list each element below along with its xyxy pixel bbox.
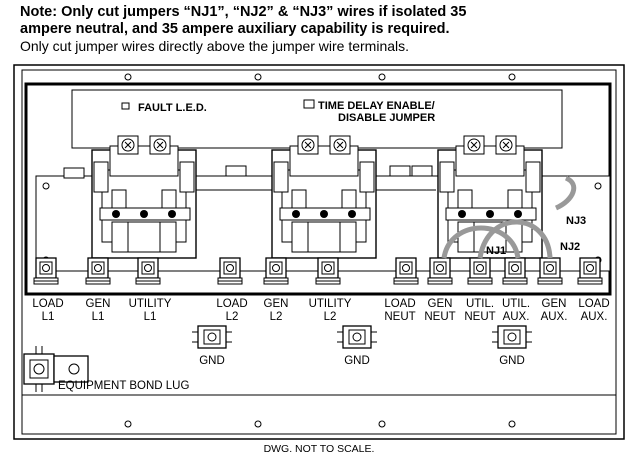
not-to-scale-label: DWG. NOT TO SCALE. bbox=[264, 443, 375, 455]
time-delay-label-2: DISABLE JUMPER bbox=[338, 112, 435, 124]
gnd-lug-2 bbox=[336, 325, 378, 349]
gen-l1-line2: L1 bbox=[92, 311, 105, 323]
fault-led-label: FAULT L.E.D. bbox=[138, 102, 207, 114]
util-neut-line1: UTIL. bbox=[466, 298, 494, 310]
utility-l1-line2: L1 bbox=[144, 311, 157, 323]
gen-l2-line2: L2 bbox=[270, 311, 283, 323]
load-aux-line1: LOAD bbox=[578, 298, 609, 310]
gnd-label-3: GND bbox=[499, 355, 525, 367]
load-neut-line2: NEUT bbox=[384, 311, 415, 323]
util-neut-line2: NEUT bbox=[464, 311, 495, 323]
load-l1-line2: L1 bbox=[42, 311, 55, 323]
gen-l2-line1: GEN bbox=[264, 298, 289, 310]
gen-neut-line1: GEN bbox=[428, 298, 453, 310]
note-line-2: ampere neutral, and 35 ampere auxiliary … bbox=[20, 21, 450, 37]
gnd-lug-3 bbox=[491, 325, 533, 349]
load-aux-line2: AUX. bbox=[581, 311, 608, 323]
gen-neut-line2: NEUT bbox=[424, 311, 455, 323]
note-line-3: Only cut jumper wires directly above the… bbox=[20, 38, 410, 54]
utility-l2-line2: L2 bbox=[324, 311, 337, 323]
gnd-label-2: GND bbox=[344, 355, 370, 367]
note-block: Note: Only cut jumpers “NJ1”, “NJ2” & “N… bbox=[20, 4, 630, 55]
gnd-lug-1 bbox=[191, 325, 233, 349]
nj2-label: NJ2 bbox=[560, 241, 580, 253]
jumper-wire-nj2 bbox=[477, 219, 553, 259]
load-neut-line1: LOAD bbox=[384, 298, 415, 310]
terminal-labels: LOAD L1 GEN L1 UTILITY L1 LOAD L2 GEN L2… bbox=[32, 298, 609, 323]
gen-l1-line1: GEN bbox=[86, 298, 111, 310]
time-delay-jumper-icon bbox=[303, 99, 315, 109]
fault-led-icon bbox=[121, 102, 130, 110]
gen-aux-line1: GEN bbox=[542, 298, 567, 310]
utility-l2-line1: UTILITY bbox=[309, 298, 352, 310]
load-l2-line2: L2 bbox=[226, 311, 239, 323]
jumper-wire-nj3 bbox=[554, 175, 577, 211]
load-l2-line1: LOAD bbox=[216, 298, 247, 310]
nj3-label: NJ3 bbox=[566, 215, 586, 227]
equipment-bond-lug bbox=[23, 346, 89, 392]
util-aux-line1: UTIL. bbox=[502, 298, 530, 310]
breaker-l2 bbox=[271, 135, 377, 259]
gen-aux-line2: AUX. bbox=[541, 311, 568, 323]
util-aux-line2: AUX. bbox=[503, 311, 530, 323]
breaker-l1 bbox=[91, 135, 197, 259]
load-l1-line1: LOAD bbox=[32, 298, 63, 310]
bond-lug-label: EQUIPMENT BOND LUG bbox=[58, 380, 189, 392]
time-delay-label-1: TIME DELAY ENABLE/ bbox=[318, 100, 435, 112]
jumper-wire-nj1 bbox=[441, 225, 521, 259]
enclosure-inner bbox=[21, 69, 617, 435]
gnd-label-1: GND bbox=[199, 355, 225, 367]
nj1-label: NJ1 bbox=[486, 245, 506, 257]
note-line-1: Note: Only cut jumpers “NJ1”, “NJ2” & “N… bbox=[20, 4, 467, 20]
utility-l1-line1: UTILITY bbox=[129, 298, 172, 310]
mounting-holes bbox=[124, 73, 516, 428]
